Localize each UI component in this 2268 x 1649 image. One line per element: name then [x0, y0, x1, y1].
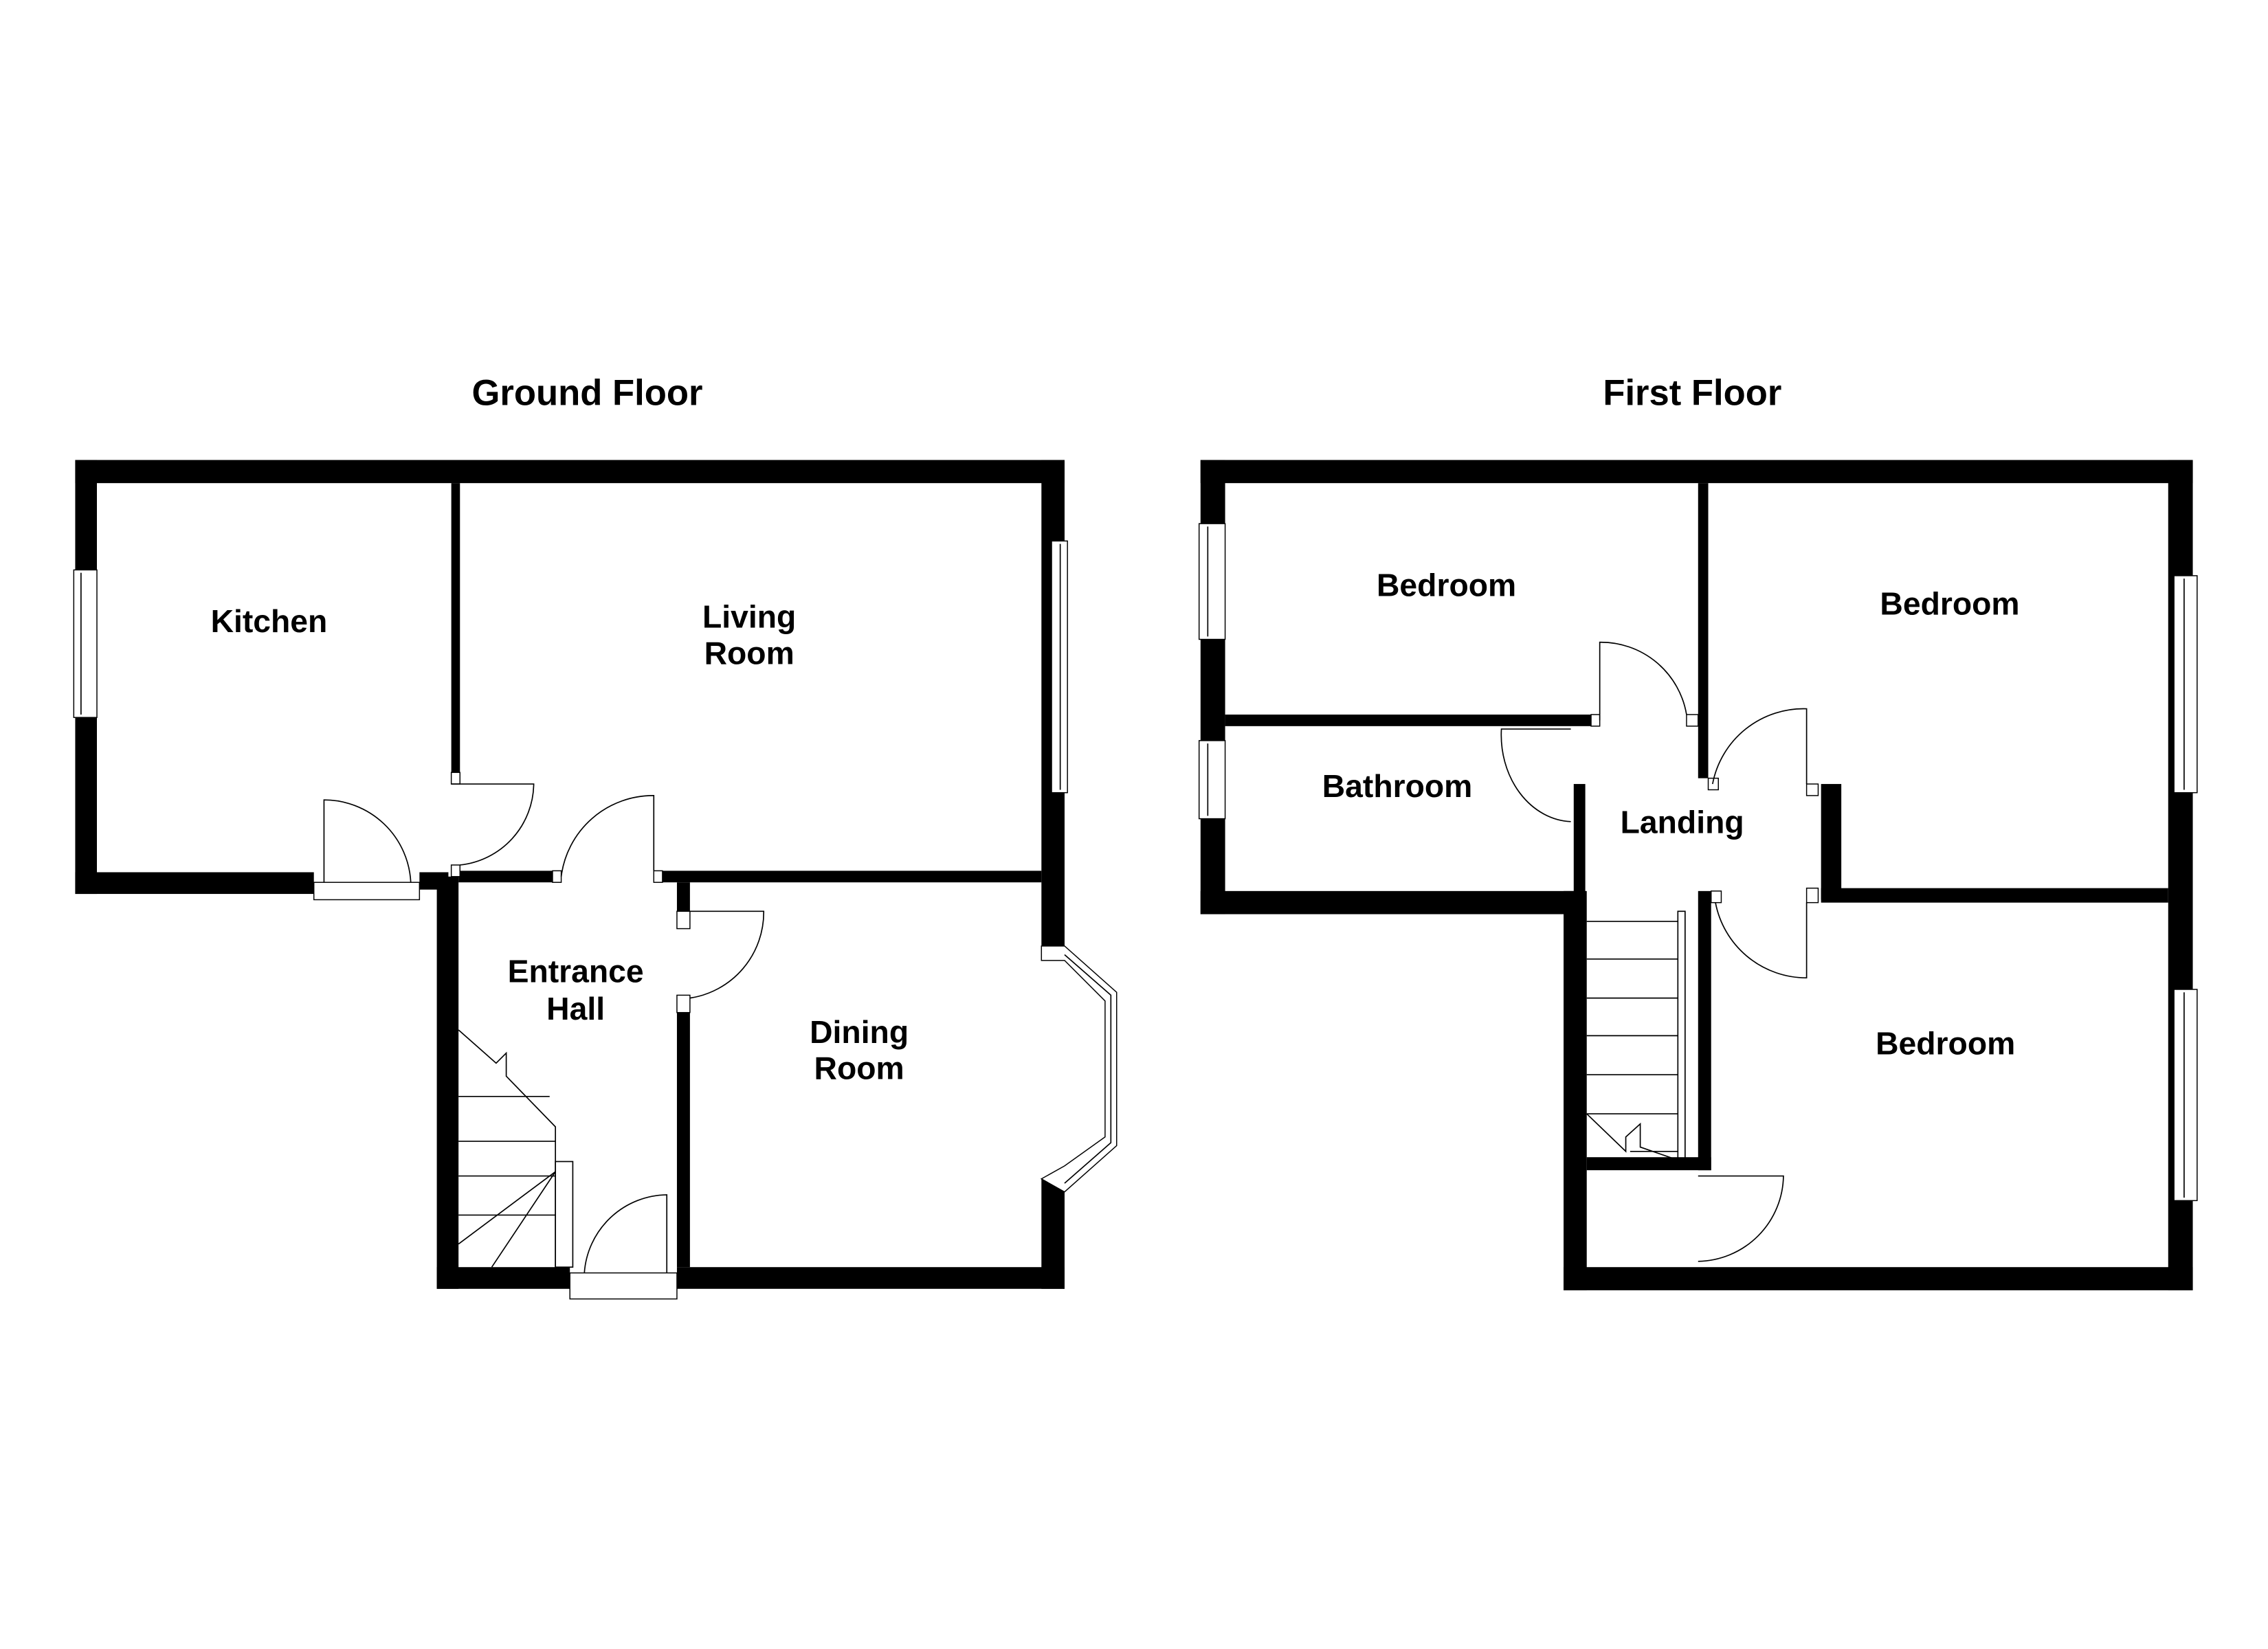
room-label-living-room: Living — [702, 599, 796, 635]
door-swing — [451, 783, 535, 866]
first-floor-title: First Floor — [1603, 372, 1781, 413]
door-swing — [583, 1194, 668, 1273]
room-label-entrance-hall: Entrance — [508, 953, 644, 989]
first-floor: First Floor — [1198, 372, 2198, 1290]
wall — [451, 483, 460, 773]
wall — [676, 882, 690, 912]
room-label-dining-room: Dining — [810, 1014, 909, 1050]
wall — [1564, 890, 1587, 1290]
bay-window — [1040, 945, 1118, 1193]
door-swing — [1712, 708, 1808, 785]
wall — [1573, 784, 1586, 900]
wall — [1200, 890, 1584, 915]
door-swing — [1500, 728, 1571, 822]
wall — [1821, 888, 2168, 903]
window — [73, 569, 98, 718]
wall — [458, 871, 553, 883]
window — [1198, 523, 1226, 640]
wall — [1698, 890, 1711, 1171]
wall — [1586, 1157, 1711, 1171]
wall — [1200, 460, 2193, 484]
wall — [676, 1012, 690, 1268]
room-label-bedroom-2: Bedroom — [1880, 586, 2019, 622]
wall — [436, 876, 459, 1289]
staircase — [458, 1029, 574, 1268]
window — [2173, 989, 2198, 1202]
door-swing — [323, 799, 412, 883]
ground-floor-title: Ground Floor — [471, 372, 702, 413]
room-label-entrance-hall-2: Hall — [546, 991, 605, 1027]
door-swing — [1715, 902, 1808, 979]
door-swing — [560, 795, 655, 877]
window — [2173, 575, 2198, 794]
wall — [1698, 483, 1709, 778]
room-label-bedroom-3: Bedroom — [1876, 1026, 2015, 1062]
room-label-dining-room-2: Room — [814, 1051, 904, 1086]
wall — [1564, 1267, 2193, 1290]
door-swing — [1599, 641, 1687, 721]
window — [1051, 540, 1068, 794]
wall — [75, 872, 314, 895]
front-door-threshold — [569, 1272, 678, 1300]
wall — [1821, 784, 1842, 900]
wall — [676, 1267, 1065, 1289]
room-label-bathroom: Bathroom — [1322, 768, 1473, 804]
wall — [436, 1267, 570, 1289]
room-label-bedroom-1: Bedroom — [1377, 567, 1516, 603]
wall — [419, 872, 449, 890]
back-door-threshold — [313, 882, 421, 901]
wall — [75, 460, 1065, 484]
room-label-living-room-2: Room — [704, 635, 794, 671]
room-label-landing: Landing — [1621, 805, 1744, 840]
ground-floor: Ground Floor — [73, 372, 1118, 1300]
wall — [1225, 715, 1592, 726]
window — [1198, 740, 1226, 820]
door-swing — [689, 910, 765, 999]
door-swing — [1698, 1175, 1784, 1262]
wall — [662, 871, 1042, 883]
room-label-kitchen: Kitchen — [211, 603, 328, 639]
staircase — [1586, 910, 1686, 1161]
